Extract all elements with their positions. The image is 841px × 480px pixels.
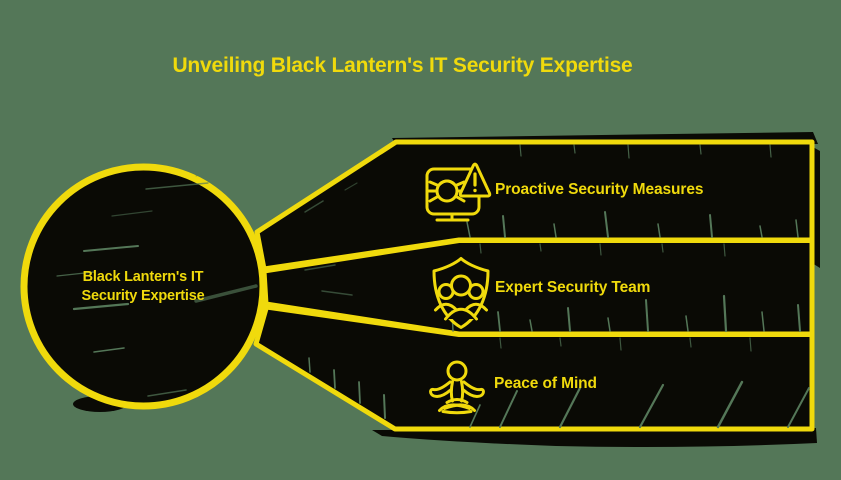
branch-banner-peace — [253, 304, 815, 432]
hub-circle — [20, 163, 267, 410]
shield-team-icon — [432, 257, 490, 329]
bug-alert-monitor-icon — [425, 162, 492, 222]
meditation-icon — [429, 360, 485, 415]
branch-label-peace: Peace of Mind — [494, 375, 597, 392]
hub-label: Black Lantern's IT Security Expertise — [43, 268, 243, 306]
hub-texture-marks — [56, 169, 258, 397]
diagram-title: Unveiling Black Lantern's IT Security Ex… — [172, 54, 633, 77]
hub-label-line1: Black Lantern's IT — [82, 269, 204, 285]
texture-marks — [304, 144, 810, 429]
branch-label-team: Expert Security Team — [495, 279, 651, 296]
hub-label-line2: Security Expertise — [81, 288, 205, 304]
branch-label-proactive: Proactive Security Measures — [495, 181, 704, 198]
